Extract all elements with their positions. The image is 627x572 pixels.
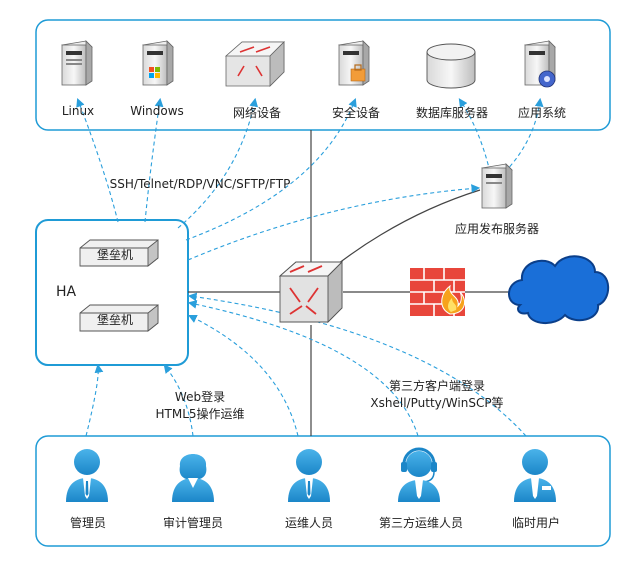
internet-cloud-icon — [508, 255, 610, 324]
arrow-thirdparty-ha — [187, 300, 419, 437]
target-label-database: 数据库服务器 — [415, 106, 489, 120]
arrow-admin-ha — [85, 363, 104, 437]
bastion-node-2-label: 堡垒机 — [96, 313, 134, 327]
arrow-ha-linux — [76, 97, 119, 223]
client-access-line1: 第三方客户端登录 — [388, 379, 486, 393]
arrow-ha-windows — [144, 97, 164, 223]
link-switch-appserver — [329, 189, 481, 271]
security-device-icon — [338, 40, 370, 86]
arrow-appserver-database — [458, 98, 491, 173]
target-label-windows: Windows — [130, 104, 184, 118]
arrow-appserver-app — [504, 97, 544, 173]
arrow-ha-network — [177, 97, 259, 229]
bastion-node-2-icon — [79, 304, 159, 332]
arrow-operator-ha — [188, 314, 299, 437]
ha-label: HA — [56, 284, 77, 300]
arrow-ha-security — [185, 97, 357, 241]
web-access-line1: Web登录 — [174, 390, 226, 404]
database-icon — [426, 43, 476, 89]
target-label-app: 应用系统 — [517, 106, 567, 120]
user-label-temp: 临时用户 — [511, 516, 561, 530]
bastion-node-1-icon — [79, 239, 159, 267]
target-label-security: 安全设备 — [331, 106, 381, 120]
arrow-auditor-ha — [163, 364, 194, 437]
target-label-linux: Linux — [61, 104, 95, 118]
admin-user-icon — [66, 449, 108, 502]
core-switch-icon — [278, 260, 344, 324]
user-label-auditor: 审计管理员 — [162, 516, 224, 530]
arrow-temp-ha — [187, 292, 527, 437]
user-label-operator: 运维人员 — [284, 516, 334, 530]
third-party-user-icon — [398, 447, 440, 502]
app-publish-server-icon — [481, 163, 513, 209]
temp-user-icon — [514, 449, 556, 502]
top-group-box — [35, 19, 611, 131]
app-publish-server-label: 应用发布服务器 — [454, 222, 540, 236]
web-access-line2: HTML5操作运维 — [155, 407, 245, 421]
linux-server-icon — [61, 40, 93, 86]
network-device-icon — [224, 41, 285, 87]
firewall-icon — [410, 268, 466, 316]
bastion-node-1-label: 堡垒机 — [96, 248, 134, 262]
protocol-list: SSH/Telnet/RDP/VNC/SFTP/FTP — [109, 177, 291, 191]
operator-user-icon — [288, 449, 330, 502]
user-label-third-party: 第三方运维人员 — [378, 516, 464, 530]
bottom-group-box — [35, 435, 611, 547]
windows-server-icon — [142, 40, 174, 86]
arrow-ha-appserver — [187, 184, 481, 261]
target-label-network: 网络设备 — [232, 106, 282, 120]
auditor-user-icon — [172, 454, 214, 502]
client-access-line2: Xshell/Putty/WinSCP等 — [370, 396, 504, 410]
user-label-admin: 管理员 — [69, 516, 107, 530]
app-system-icon — [524, 40, 556, 88]
